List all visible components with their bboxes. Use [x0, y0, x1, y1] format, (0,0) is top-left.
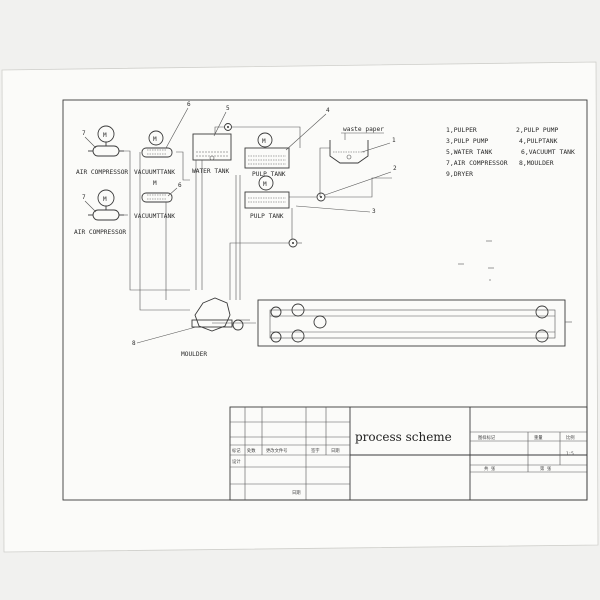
pulp-tank-2: M PULP TANK — [244, 175, 290, 220]
air-compressor-2-label: AIR COMPRESSOR — [74, 229, 126, 236]
moulder-icon — [194, 297, 231, 332]
pulp-tank-icon — [244, 191, 290, 209]
tb-sheet-no: 第 张 — [540, 465, 552, 472]
vacuum-tank-2-label: VACUUMTTANK — [134, 213, 175, 220]
drawing-title: process scheme — [355, 430, 452, 444]
motor-label: M — [153, 180, 157, 187]
water-tank: WATER TANK — [192, 123, 232, 175]
motor-label: M — [103, 132, 107, 139]
tb-header-sign: 签字 — [311, 447, 320, 454]
callout-7a: 7 — [82, 130, 86, 137]
motor-label: M — [263, 181, 267, 188]
dryer-frame — [257, 299, 566, 347]
legend-item: 8,MOULDER — [519, 159, 554, 167]
callout-6a: 6 — [187, 101, 191, 108]
air-compressor-2: M AIR COMPRESSOR 7 — [74, 189, 126, 236]
waste-paper-label: waste paper — [343, 126, 384, 133]
moulder: MOULDER 8 — [132, 297, 244, 358]
callout-4: 4 — [326, 107, 330, 114]
callout-1: 1 — [392, 137, 396, 144]
motor-icon — [258, 175, 274, 191]
callout-8: 8 — [132, 340, 136, 347]
dryer — [257, 299, 572, 347]
pulper: waste paper — [329, 126, 384, 164]
vacuum-tank-1: M VACUUMTTANK — [134, 130, 175, 176]
callout-5: 5 — [226, 105, 230, 112]
piping — [124, 126, 392, 324]
legend-item: 9,DRYER — [446, 170, 473, 178]
pulp-tank-icon — [244, 147, 290, 169]
tb-header-mark: 标记 — [232, 447, 241, 454]
tb-header-date: 日期 — [331, 448, 340, 454]
title-block: 标记 处数 更改文件号 签字 日期 设计 日期 process scheme 图… — [229, 406, 588, 501]
tb-pattern-mark: 图样标记 — [478, 434, 496, 441]
motor-label: M — [262, 138, 266, 145]
tb-header-count: 处数 — [247, 447, 256, 454]
legend-item: 7,AIR COMPRESSOR — [446, 159, 508, 167]
tb-header-change-doc: 更改文件号 — [266, 447, 287, 454]
callout-7b: 7 — [82, 194, 86, 201]
pulper-icon — [329, 140, 369, 164]
tb-design: 设计 — [232, 458, 241, 465]
callout-2: 2 — [393, 165, 397, 172]
pulp-tank-2-label: PULP TANK — [250, 213, 284, 220]
air-compressor-1-label: AIR COMPRESSOR — [76, 169, 128, 176]
moulder-label: MOULDER — [181, 351, 207, 358]
callouts: 6 5 4 1 2 3 — [165, 101, 397, 215]
vacuum-tank-2: M VACUUMTTANK 6 — [134, 180, 182, 220]
motor-label: M — [153, 136, 157, 143]
callout-6b: 6 — [178, 182, 182, 189]
legend-item: 1,PULPER — [446, 126, 477, 134]
legend-item: 6,VACUUMT TANK — [521, 148, 575, 156]
water-tank-label: WATER TANK — [192, 168, 230, 175]
motor-icon — [257, 132, 273, 148]
pulp-tank-1-label: PULP TANK — [252, 171, 286, 178]
vacuum-tank-1-label: VACUUMTTANK — [134, 169, 175, 176]
vacuum-tank-icon — [141, 147, 173, 158]
tb-weight: 重量 — [534, 434, 543, 441]
motor-label: M — [103, 196, 107, 203]
tb-scale-header: 比例 — [566, 434, 575, 441]
legend-item: 5,WATER TANK — [446, 148, 492, 156]
legend-item: 2,PULP PUMP — [516, 126, 558, 134]
legend-item: 4,PULPTANK — [519, 137, 558, 145]
vacuum-tank-icon — [141, 192, 173, 203]
tb-scale: 1:5 — [566, 451, 574, 457]
tb-total-sheets: 共 张 — [484, 465, 496, 472]
scan-marks — [458, 240, 494, 281]
air-compressor-1: M AIR COMPRESSOR 7 — [76, 125, 128, 176]
motor-icon — [148, 130, 164, 146]
pulp-tank-1: M PULP TANK — [244, 132, 290, 178]
valve-icon — [224, 123, 232, 131]
legend: 1,PULPER 2,PULP PUMP 3,PULP PUMP 4,PULPT… — [446, 126, 575, 178]
callout-3: 3 — [372, 208, 376, 215]
legend-item: 3,PULP PUMP — [446, 137, 488, 145]
tb-date: 日期 — [292, 490, 301, 496]
paper-sheet — [1, 61, 599, 553]
